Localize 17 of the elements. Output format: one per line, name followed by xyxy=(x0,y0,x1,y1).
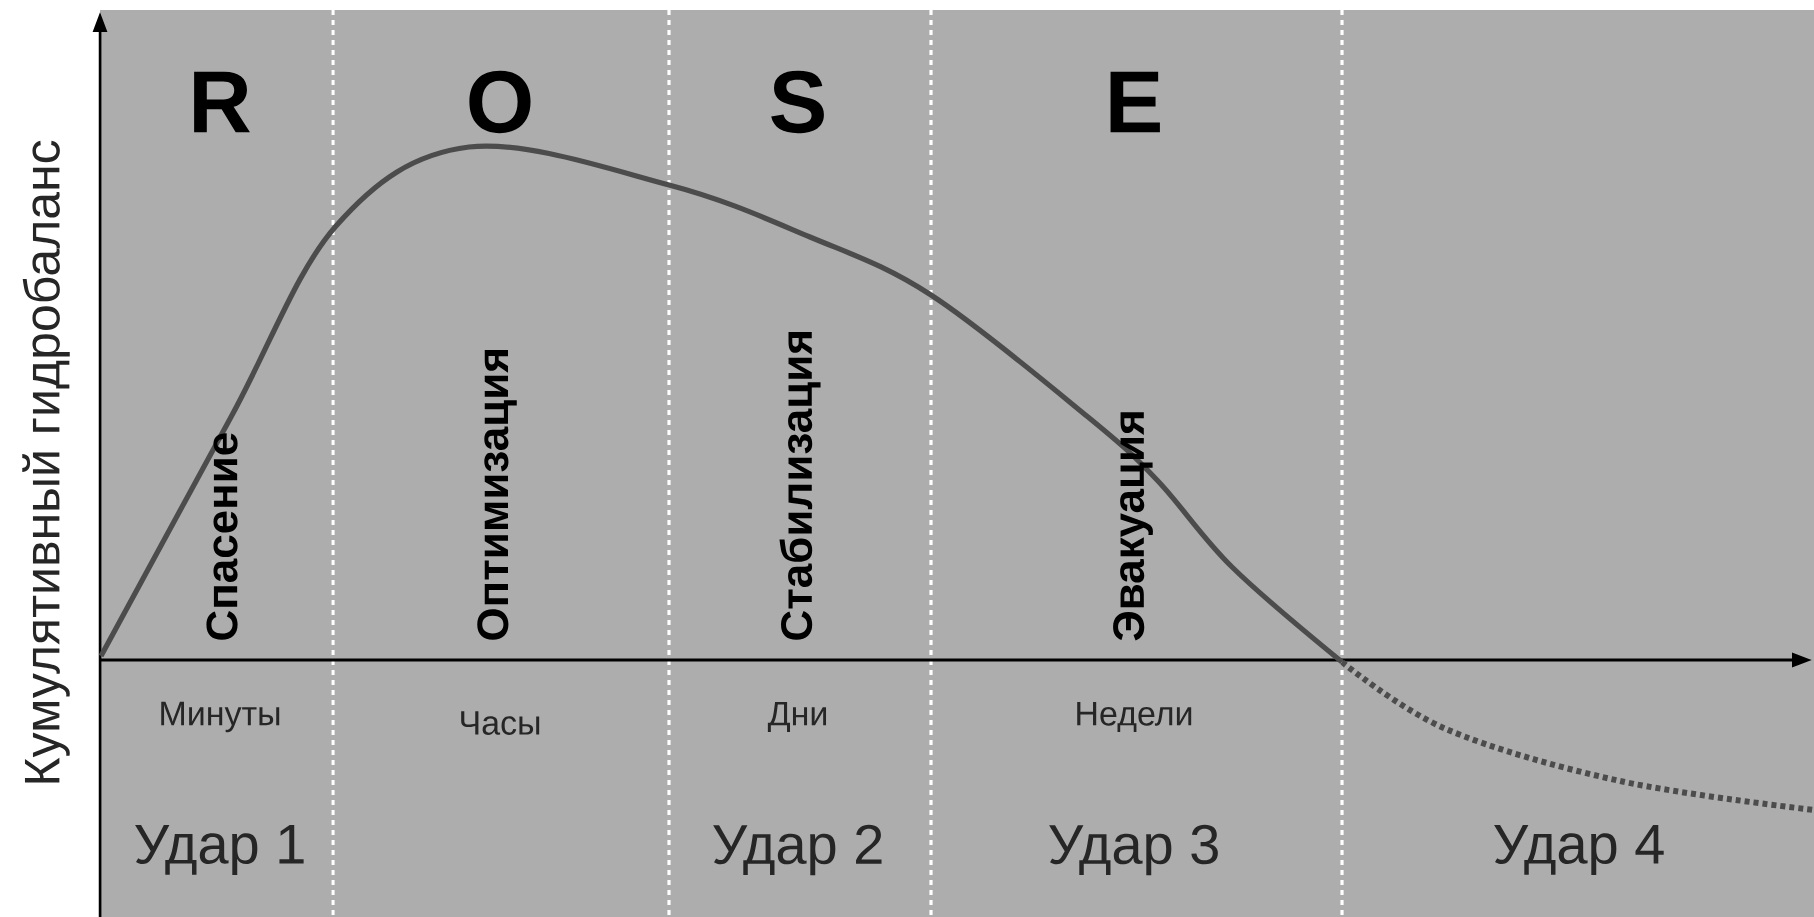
phase-letter: E xyxy=(1110,71,1160,133)
phase-label: Удар 4 xyxy=(1494,824,1664,876)
phase-letter: S xyxy=(771,70,824,134)
phase-letter: R xyxy=(194,71,250,133)
phase-label: Удар 2 xyxy=(713,824,882,876)
phase-label: Удар 3 xyxy=(1049,824,1218,876)
phase-label: Оптимизация xyxy=(477,350,517,640)
phase-letter: O xyxy=(469,70,531,134)
phase-label: Спасение xyxy=(206,433,238,640)
axis-label: Кумулятивный гидробаланс xyxy=(22,140,70,783)
time-label: Часы xyxy=(461,711,540,735)
time-label: Дни xyxy=(767,701,826,733)
phase-label: Эвакуация xyxy=(1113,412,1153,641)
phase-label: Стабилизация xyxy=(779,332,821,640)
time-label: Недели xyxy=(1077,701,1192,733)
time-label: Минуты xyxy=(161,701,280,733)
phase-label: Удар 1 xyxy=(135,824,304,876)
